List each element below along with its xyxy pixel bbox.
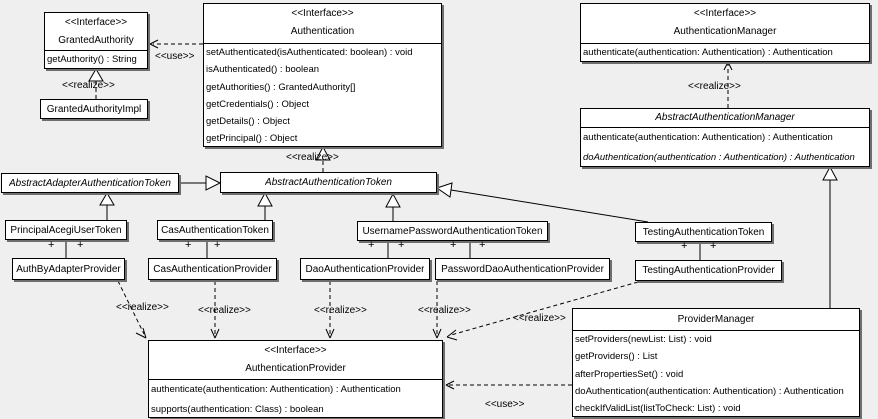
class-principal-acegi-user-token[interactable]: PrincipalAcegiUserToken — [5, 220, 127, 240]
class-abstract-authentication-manager[interactable]: AbstractAuthenticationManager authentica… — [580, 108, 870, 167]
class-name: TestingAuthenticationToken — [642, 226, 765, 238]
class-name: AuthenticationProvider — [245, 363, 346, 374]
class-password-dao-authentication-provider[interactable]: PasswordDaoAuthenticationProvider — [435, 258, 610, 280]
plus-marker: + — [681, 240, 688, 252]
class-name: AuthByAdapterProvider — [16, 263, 121, 275]
class-granted-authority[interactable]: <<Interface>> GrantedAuthority getAuthor… — [44, 12, 148, 69]
plus-marker: + — [398, 239, 405, 251]
stereotype: <<Interface>> — [291, 8, 354, 19]
realize-label: <<realize>> — [116, 302, 169, 313]
class-name: DaoAuthenticationProvider — [305, 263, 425, 275]
class-name: UsernamePasswordAuthenticationToken — [362, 225, 543, 237]
class-name: CasAuthenticationToken — [161, 224, 269, 236]
method: afterPropertiesSet() : void — [575, 368, 684, 380]
class-auth-by-adapter-provider[interactable]: AuthByAdapterProvider — [12, 258, 125, 280]
class-provider-manager[interactable]: ProviderManager setProviders(newList: Li… — [572, 308, 860, 417]
class-name: AbstractAdapterAuthenticationToken — [9, 177, 171, 189]
class-username-password-authentication-token[interactable]: UsernamePasswordAuthenticationToken — [357, 221, 548, 241]
method: getAuthority() : String — [47, 54, 137, 65]
method: checkIfValidList(listToCheck: List) : vo… — [575, 403, 741, 415]
plus-marker: + — [214, 239, 221, 251]
use-label: <<use>> — [155, 51, 195, 62]
plus-marker: + — [48, 239, 55, 251]
realize-label: <<realize>> — [198, 305, 251, 316]
class-authentication-manager[interactable]: <<Interface>> AuthenticationManager auth… — [580, 3, 870, 62]
plus-marker: + — [479, 239, 486, 251]
class-name: GrantedAuthority — [58, 35, 134, 46]
stereotype: <<Interface>> — [64, 17, 128, 28]
method: setAuthenticated(isAuthenticated: boolea… — [206, 47, 413, 58]
class-header: <<Interface>> AuthenticationProvider — [149, 341, 442, 379]
method: getDetails() : Object — [206, 116, 290, 128]
plus-marker: + — [450, 239, 457, 251]
class-dao-authentication-provider[interactable]: DaoAuthenticationProvider — [300, 258, 430, 280]
plus-marker: + — [368, 239, 375, 251]
plus-marker: + — [710, 240, 717, 252]
method-compartment: authenticate(authentication: Authenticat… — [581, 127, 869, 167]
method-compartment: authenticate(authentication: Authenticat… — [581, 43, 869, 62]
realize-label: <<realize>> — [418, 305, 471, 316]
class-header: <<Interface>> Authentication — [204, 4, 441, 43]
class-name: GrantedAuthorityImpl — [46, 103, 142, 115]
class-name: CasAuthenticationProvider — [153, 263, 272, 275]
class-header: ProviderManager — [573, 309, 859, 330]
class-authentication-provider[interactable]: <<Interface>> AuthenticationProvider aut… — [148, 340, 443, 418]
class-name: TestingAuthenticationProvider — [642, 265, 775, 276]
class-abstract-adapter-authentication-token[interactable]: AbstractAdapterAuthenticationToken — [1, 173, 179, 193]
method: setProviders(newList: List) : void — [575, 334, 712, 345]
method: authenticate(authentication: Authenticat… — [583, 47, 833, 58]
class-name: ProviderManager — [677, 314, 755, 325]
use-label: <<use>> — [485, 399, 525, 410]
method: doAuthentication(authentication : Authen… — [583, 151, 855, 163]
method-compartment: setAuthenticated(isAuthenticated: boolea… — [204, 43, 441, 148]
class-header: <<Interface>> AuthenticationManager — [581, 4, 869, 43]
method: getPrincipal() : Object — [206, 133, 298, 145]
class-testing-authentication-provider[interactable]: TestingAuthenticationProvider — [635, 260, 782, 281]
method: doAuthentication(authentication: Authent… — [575, 385, 844, 397]
method: getCredentials() : Object — [206, 98, 309, 110]
class-name: PasswordDaoAuthenticationProvider — [441, 263, 604, 275]
class-authentication[interactable]: <<Interface>> Authentication setAuthenti… — [203, 3, 442, 147]
class-granted-authority-impl[interactable]: GrantedAuthorityImpl — [40, 99, 148, 119]
method: isAuthenticated() : boolean — [206, 64, 320, 76]
stereotype: <<Interface>> — [264, 345, 327, 356]
class-testing-authentication-token[interactable]: TestingAuthenticationToken — [635, 222, 772, 242]
class-name: AbstractAuthenticationToken — [265, 177, 392, 188]
class-header: AbstractAuthenticationManager — [581, 109, 869, 127]
plus-marker: + — [185, 239, 192, 251]
realize-label: <<realize>> — [314, 305, 367, 316]
stereotype: <<Interface>> — [693, 8, 757, 19]
realize-label: <<realize>> — [286, 152, 339, 163]
class-name: AbstractAuthenticationManager — [655, 112, 795, 123]
method: getProviders() : List — [575, 351, 658, 363]
class-name: Authentication — [290, 26, 355, 37]
plus-marker: + — [77, 239, 84, 251]
method-compartment: setProviders(newList: List) : void getPr… — [573, 330, 859, 417]
realize-label: <<realize>> — [62, 80, 115, 91]
class-abstract-authentication-token[interactable]: AbstractAuthenticationToken — [220, 172, 437, 193]
class-cas-authentication-provider[interactable]: CasAuthenticationProvider — [148, 258, 277, 280]
realize-label: <<realize>> — [688, 81, 741, 92]
method: authenticate(authentication: Authenticat… — [583, 132, 833, 143]
class-name: PrincipalAcegiUserToken — [10, 224, 122, 236]
method-compartment: getAuthority() : String — [45, 50, 147, 69]
method-compartment: authenticate(authentication: Authenticat… — [149, 379, 442, 419]
method: authenticate(authentication: Authenticat… — [151, 384, 401, 395]
method: supports(authentication: Class) : boolea… — [151, 403, 324, 415]
class-cas-authentication-token[interactable]: CasAuthenticationToken — [157, 220, 273, 240]
method: getAuthorities() : GrantedAuthority[] — [206, 81, 356, 93]
class-name: AuthenticationManager — [673, 26, 777, 37]
realize-label: <<realize>> — [513, 313, 566, 324]
class-header: <<Interface>> GrantedAuthority — [45, 13, 147, 50]
